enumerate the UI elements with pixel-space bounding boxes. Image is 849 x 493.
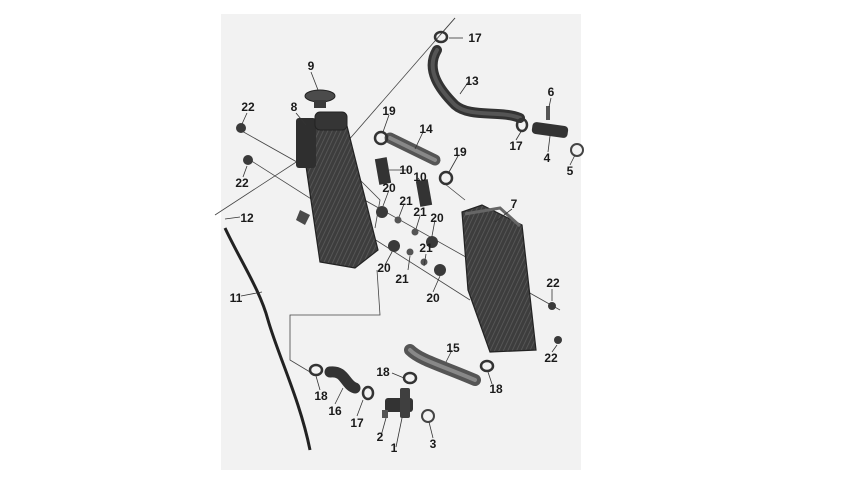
- callout-1: 1: [391, 441, 398, 455]
- callout-21d: 21: [419, 241, 433, 255]
- upper-hose: [427, 45, 525, 123]
- callout-8: 8: [291, 100, 298, 114]
- t-fitting: [382, 388, 435, 423]
- callout-22b: 22: [235, 176, 249, 190]
- callout-18b: 18: [489, 382, 503, 396]
- callout-20a: 20: [382, 181, 396, 195]
- callout-18c: 18: [376, 365, 390, 379]
- callout-13: 13: [465, 74, 479, 88]
- radiator-cap: [304, 89, 336, 108]
- right-radiator: [461, 204, 537, 353]
- crossover-hose: [384, 132, 441, 166]
- callout-17b: 17: [509, 139, 523, 153]
- callout-17c: 17: [350, 416, 364, 430]
- callout-17a: 17: [468, 31, 482, 45]
- callout-12: 12: [240, 211, 254, 225]
- callout-22c: 22: [546, 276, 560, 290]
- callout-21b: 21: [413, 205, 427, 219]
- callout-6: 6: [548, 85, 555, 99]
- callout-15: 15: [446, 341, 460, 355]
- lower-hose: [404, 344, 481, 386]
- callout-18a: 18: [314, 389, 328, 403]
- callout-16: 16: [328, 404, 342, 418]
- callout-14: 14: [419, 122, 433, 136]
- callout-10b: 10: [413, 170, 427, 184]
- callout-20c: 20: [377, 261, 391, 275]
- callout-labels: 1 2 3 4 5 6 7 8 9 10 10 11 12 13 14 15 1…: [230, 31, 574, 455]
- outlet-fitting: [531, 106, 584, 157]
- callout-leaders: [224, 37, 576, 448]
- callout-5: 5: [567, 164, 574, 178]
- mounting-brackets: [374, 157, 433, 207]
- overflow-hose: [223, 227, 312, 451]
- callout-20b: 20: [430, 211, 444, 225]
- callout-9: 9: [308, 59, 315, 73]
- callout-10a: 10: [399, 163, 413, 177]
- callout-4: 4: [544, 151, 551, 165]
- left-radiator: [296, 111, 379, 269]
- callout-7: 7: [511, 197, 518, 211]
- callout-19a: 19: [382, 104, 396, 118]
- callout-11: 11: [230, 291, 243, 305]
- callout-21c: 21: [395, 272, 409, 286]
- callout-2: 2: [377, 430, 384, 444]
- callout-21a: 21: [399, 194, 413, 208]
- mounting-bolts: [236, 123, 562, 344]
- callout-22a: 22: [241, 100, 255, 114]
- callout-19b: 19: [453, 145, 467, 159]
- callout-20d: 20: [426, 291, 440, 305]
- callout-22d: 22: [544, 351, 558, 365]
- grommets-and-spacers: [376, 206, 446, 276]
- elbow-hose: [324, 366, 361, 394]
- callout-3: 3: [430, 437, 437, 451]
